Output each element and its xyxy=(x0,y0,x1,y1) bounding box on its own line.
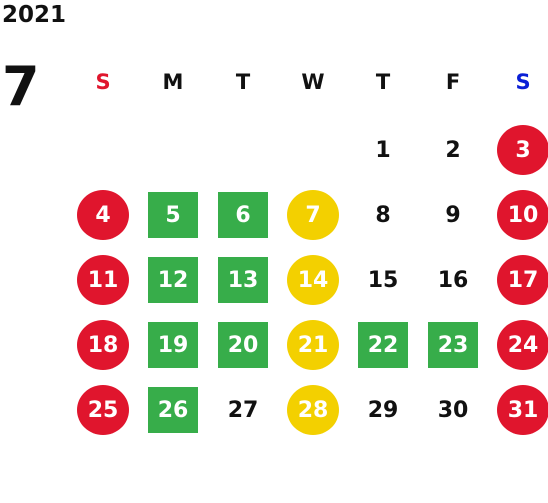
day-cell-30[interactable]: 30 xyxy=(437,397,469,423)
day-cell-18[interactable]: 18 xyxy=(77,320,129,370)
day-cell-24[interactable]: 24 xyxy=(497,320,548,370)
day-cell-25[interactable]: 25 xyxy=(77,385,129,435)
calendar-year: 2021 xyxy=(2,2,67,28)
day-cell-1[interactable]: 1 xyxy=(375,137,391,163)
day-cell-4[interactable]: 4 xyxy=(77,190,129,240)
day-cell-21[interactable]: 21 xyxy=(287,320,339,370)
day-cell-17[interactable]: 17 xyxy=(497,255,548,305)
day-cell-15[interactable]: 15 xyxy=(367,267,399,293)
weekday-label-mon: M xyxy=(162,70,184,94)
day-cell-5[interactable]: 5 xyxy=(148,192,198,238)
weekday-label-sun: S xyxy=(95,70,111,94)
day-cell-29[interactable]: 29 xyxy=(367,397,399,423)
day-cell-11[interactable]: 11 xyxy=(77,255,129,305)
day-cell-23[interactable]: 23 xyxy=(428,322,478,368)
day-cell-31[interactable]: 31 xyxy=(497,385,548,435)
day-cell-26[interactable]: 26 xyxy=(148,387,198,433)
day-cell-16[interactable]: 16 xyxy=(437,267,469,293)
day-cell-10[interactable]: 10 xyxy=(497,190,548,240)
day-cell-28[interactable]: 28 xyxy=(287,385,339,435)
weekday-label-wed: W xyxy=(301,70,325,94)
weekday-label-fri: F xyxy=(445,70,461,94)
day-cell-12[interactable]: 12 xyxy=(148,257,198,303)
weekday-label-sat: S xyxy=(515,70,531,94)
day-cell-27[interactable]: 27 xyxy=(227,397,259,423)
day-cell-14[interactable]: 14 xyxy=(287,255,339,305)
day-cell-9[interactable]: 9 xyxy=(445,202,461,228)
day-cell-3[interactable]: 3 xyxy=(497,125,548,175)
day-cell-8[interactable]: 8 xyxy=(375,202,391,228)
day-cell-2[interactable]: 2 xyxy=(445,137,461,163)
calendar-month: 7 xyxy=(2,55,40,118)
day-cell-13[interactable]: 13 xyxy=(218,257,268,303)
day-cell-7[interactable]: 7 xyxy=(287,190,339,240)
day-cell-22[interactable]: 22 xyxy=(358,322,408,368)
day-cell-20[interactable]: 20 xyxy=(218,322,268,368)
weekday-label-tue: T xyxy=(235,70,251,94)
day-cell-19[interactable]: 19 xyxy=(148,322,198,368)
day-cell-6[interactable]: 6 xyxy=(218,192,268,238)
weekday-label-thu: T xyxy=(375,70,391,94)
